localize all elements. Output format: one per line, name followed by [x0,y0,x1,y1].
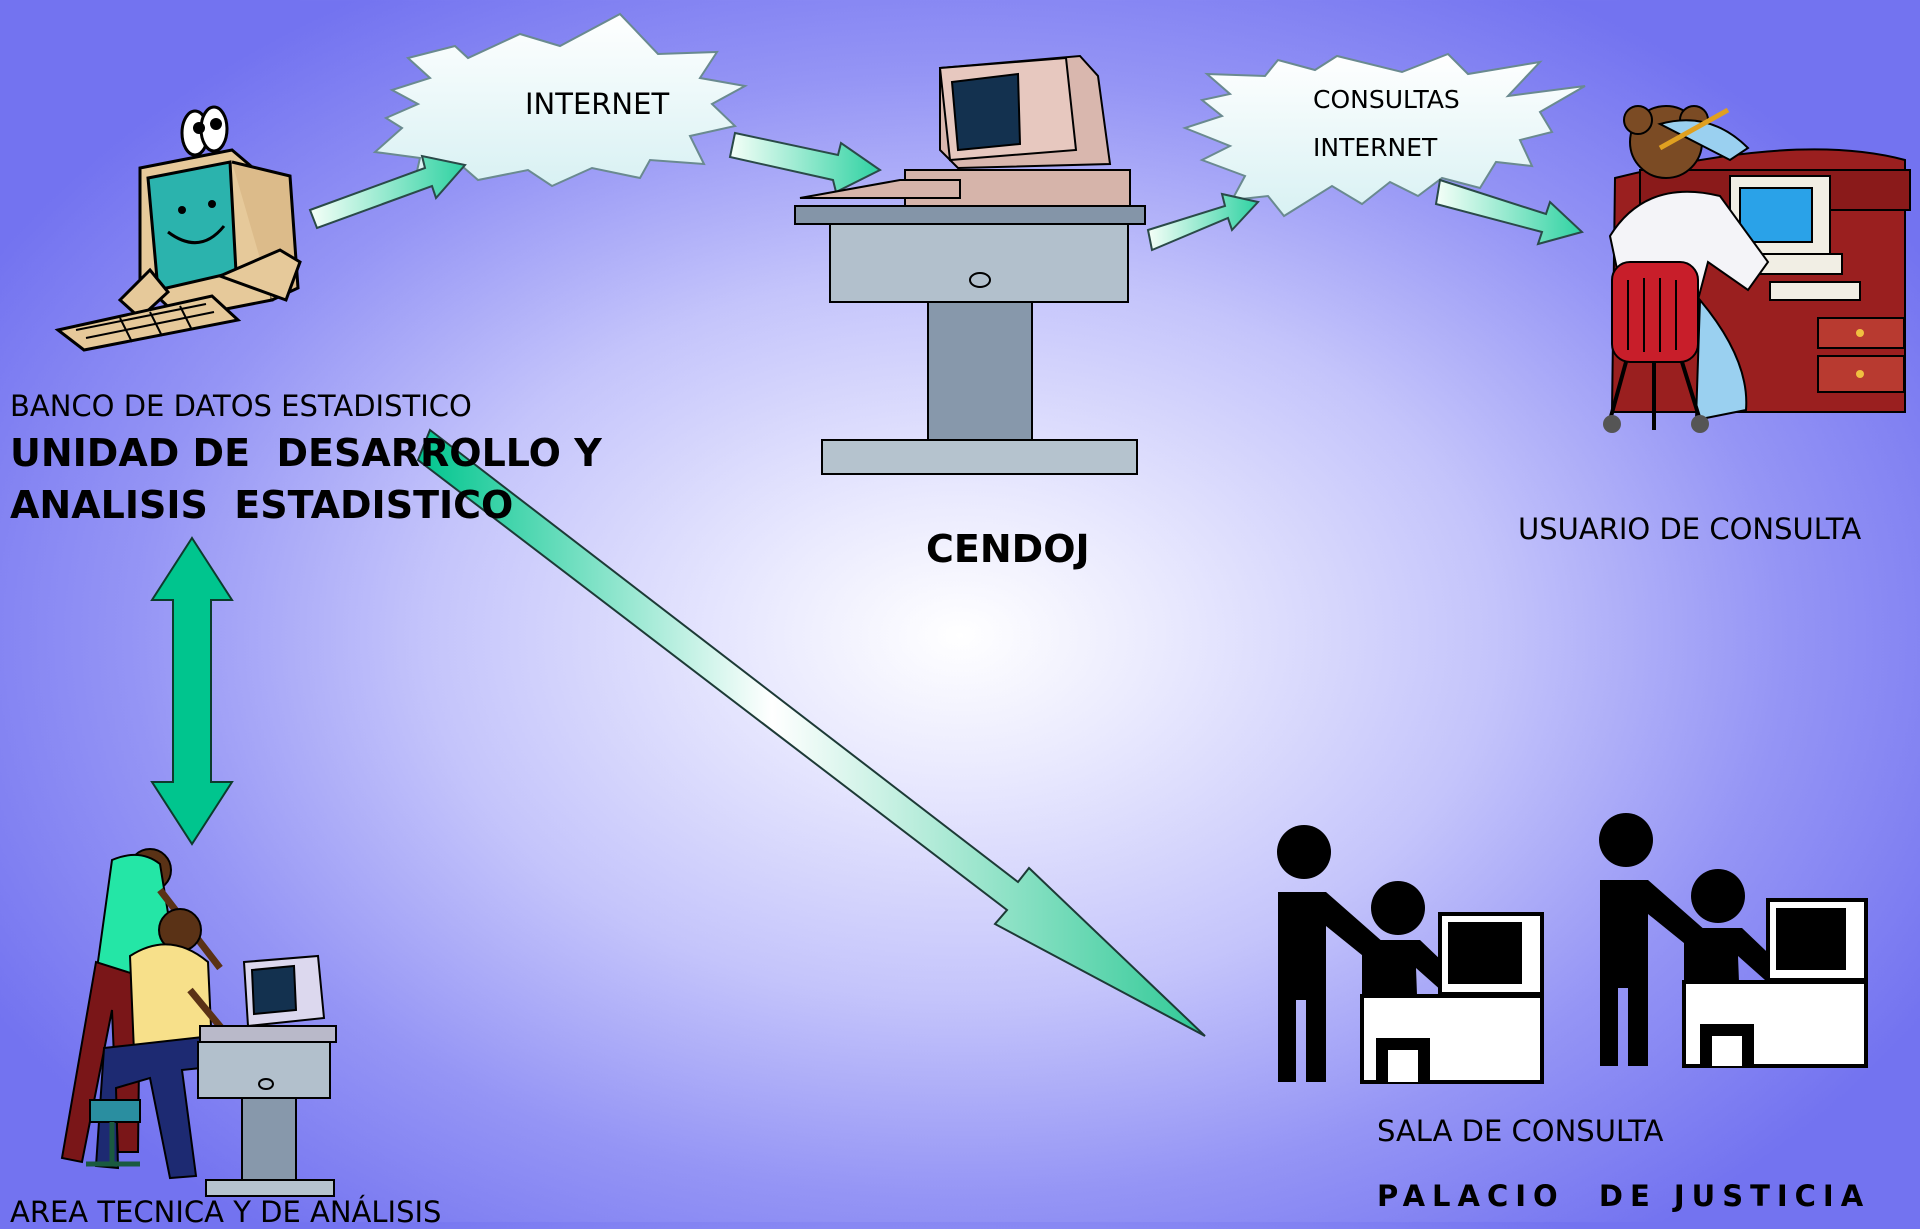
people-at-terminals-icon [1277,813,1868,1084]
internet-cloud-label: INTERNET [525,87,670,121]
bear-at-desk-icon [1603,105,1911,433]
consultas-cloud-icon [1182,52,1586,218]
flow-arrow-icon [308,154,467,230]
banco-title-line2: ANALISIS ESTADISTICO [10,483,514,527]
double-arrow-icon [150,536,234,846]
banco-subtitle: BANCO DE DATOS ESTADISTICO [10,389,472,423]
flow-arrow-icon [1146,192,1260,252]
internet-cloud-icon [372,12,748,188]
two-people-at-computer-icon [60,848,337,1197]
area-title: AREA TECNICA Y DE ANÁLISIS [10,1195,442,1229]
flow-arrow-icon [416,428,1206,1037]
sala-subtitle: SALA DE CONSULTA [1377,1114,1664,1148]
sala-title: PALACIO DE JUSTICIA [1377,1179,1871,1213]
consultas-cloud-label-line1: CONSULTAS [1313,85,1460,114]
banco-title-line1: UNIDAD DE DESARROLLO Y [10,431,602,475]
cendoj-title: CENDOJ [926,527,1090,571]
consultas-cloud-label-line2: INTERNET [1313,133,1438,162]
flow-arrow-icon [1434,178,1584,246]
server-workstation-icon [794,54,1146,475]
flow-arrow-icon [728,131,882,194]
cartoon-computer-icon [54,105,302,352]
usuario-title: USUARIO DE CONSULTA [1518,512,1862,546]
